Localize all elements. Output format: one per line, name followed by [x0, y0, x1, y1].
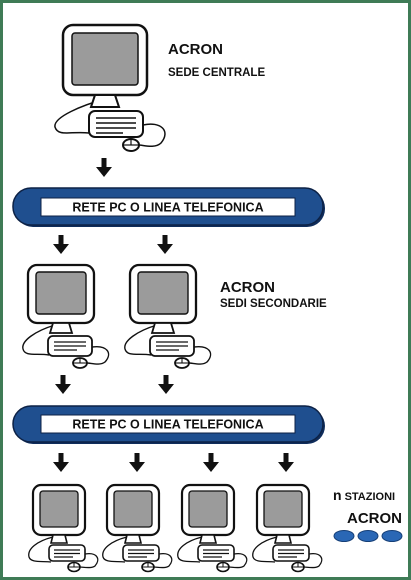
headquarters-computer-icon — [53, 23, 167, 153]
stations-brand: ACRON — [347, 510, 402, 527]
network-diagram: ACRON SEDE CENTRALE RETE PC O LINEA TELE… — [12, 23, 403, 573]
secondary-caption: SEDI SECONDARIE — [220, 298, 327, 310]
arrow-station-3-icon — [203, 453, 219, 472]
arrow-hq-down-icon — [96, 158, 112, 177]
station-computer-4-icon — [251, 483, 323, 573]
secondary-brand: ACRON — [220, 279, 275, 296]
arrow-bottom-left-icon — [55, 375, 71, 394]
secondary-computer-left-icon — [21, 263, 110, 370]
station-computer-2-icon — [101, 483, 173, 573]
arrow-bottom-right-icon — [158, 375, 174, 394]
network-top-label: RETE PC O LINEA TELEFONICA — [72, 201, 263, 215]
headquarters-caption: SEDE CENTRALE — [168, 67, 265, 79]
arrow-secondary-left-icon — [53, 235, 69, 254]
station-computer-1-icon — [27, 483, 99, 573]
ellipsis-dots-icon — [333, 530, 403, 542]
arrow-station-2-icon — [129, 453, 145, 472]
secondary-computer-right-icon — [123, 263, 212, 370]
network-bar-bottom: RETE PC O LINEA TELEFONICA — [12, 405, 325, 444]
arrow-secondary-right-icon — [157, 235, 173, 254]
network-bar-top: RETE PC O LINEA TELEFONICA — [12, 187, 325, 227]
arrow-station-4-icon — [278, 453, 294, 472]
network-bottom-label: RETE PC O LINEA TELEFONICA — [72, 418, 263, 432]
stations-caption: STAZIONI — [345, 491, 396, 503]
arrow-station-1-icon — [53, 453, 69, 472]
station-computer-3-icon — [176, 483, 248, 573]
headquarters-brand: ACRON — [168, 41, 223, 58]
stations-prefix: n — [333, 487, 342, 503]
